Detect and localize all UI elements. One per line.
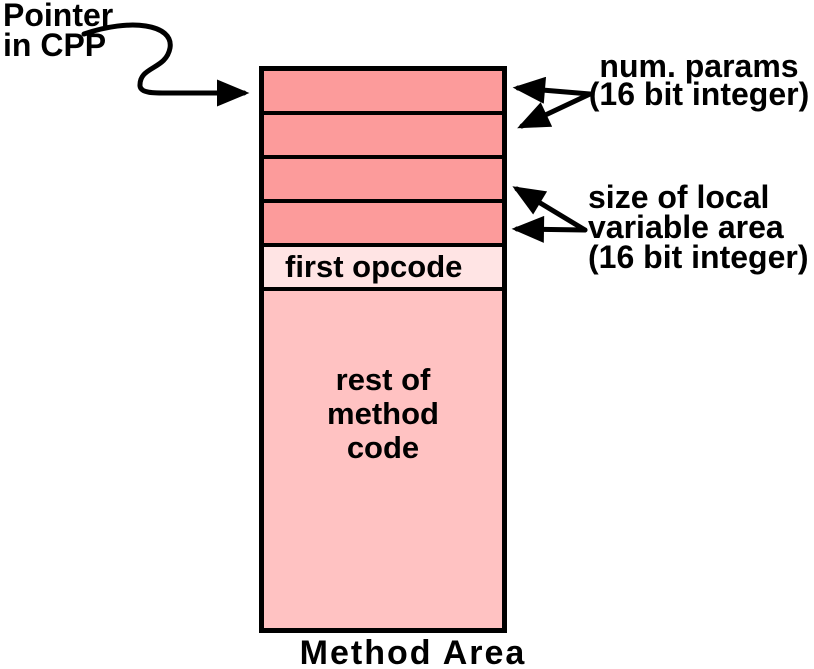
local-var-line-2: variable area — [588, 209, 784, 245]
rest-of-code-line-2: method — [327, 396, 439, 431]
num-params-slot-1 — [264, 71, 502, 115]
method-area-caption: Method Area — [299, 634, 527, 669]
num-params-line-1: num. params — [599, 48, 799, 84]
local-var-line-3: (16 bit integer) — [588, 239, 809, 275]
num-params-arrow-top — [512, 76, 593, 104]
pointer-label-line-2: in CPP — [3, 27, 107, 63]
local-var-size-slot-1 — [264, 159, 502, 203]
local-var-arrow-bottom — [511, 215, 588, 243]
local-var-arrow-top — [512, 186, 588, 233]
first-opcode-slot: first opcode — [264, 247, 502, 291]
rest-of-code-line-1: rest of — [335, 362, 431, 397]
method-memory-stack: first opcode rest of method code — [259, 66, 507, 633]
pointer-label-line-1: Pointer — [3, 0, 114, 33]
num-params-slot-2 — [264, 115, 502, 159]
num-params-annotation: num. params (16 bit integer) — [585, 48, 813, 112]
pointer-in-cpp-label: Pointer in CPP — [3, 0, 114, 63]
first-opcode-label: first opcode — [285, 249, 463, 284]
rest-of-method-code-block: rest of method code — [264, 291, 502, 628]
rest-of-code-line-3: code — [346, 430, 420, 465]
local-var-size-slot-2 — [264, 203, 502, 247]
local-var-size-annotation: size of local variable area (16 bit inte… — [588, 179, 809, 275]
num-params-arrow-bottom — [517, 91, 593, 129]
num-params-line-2: (16 bit integer) — [588, 76, 810, 112]
local-var-line-1: size of local — [588, 179, 770, 215]
